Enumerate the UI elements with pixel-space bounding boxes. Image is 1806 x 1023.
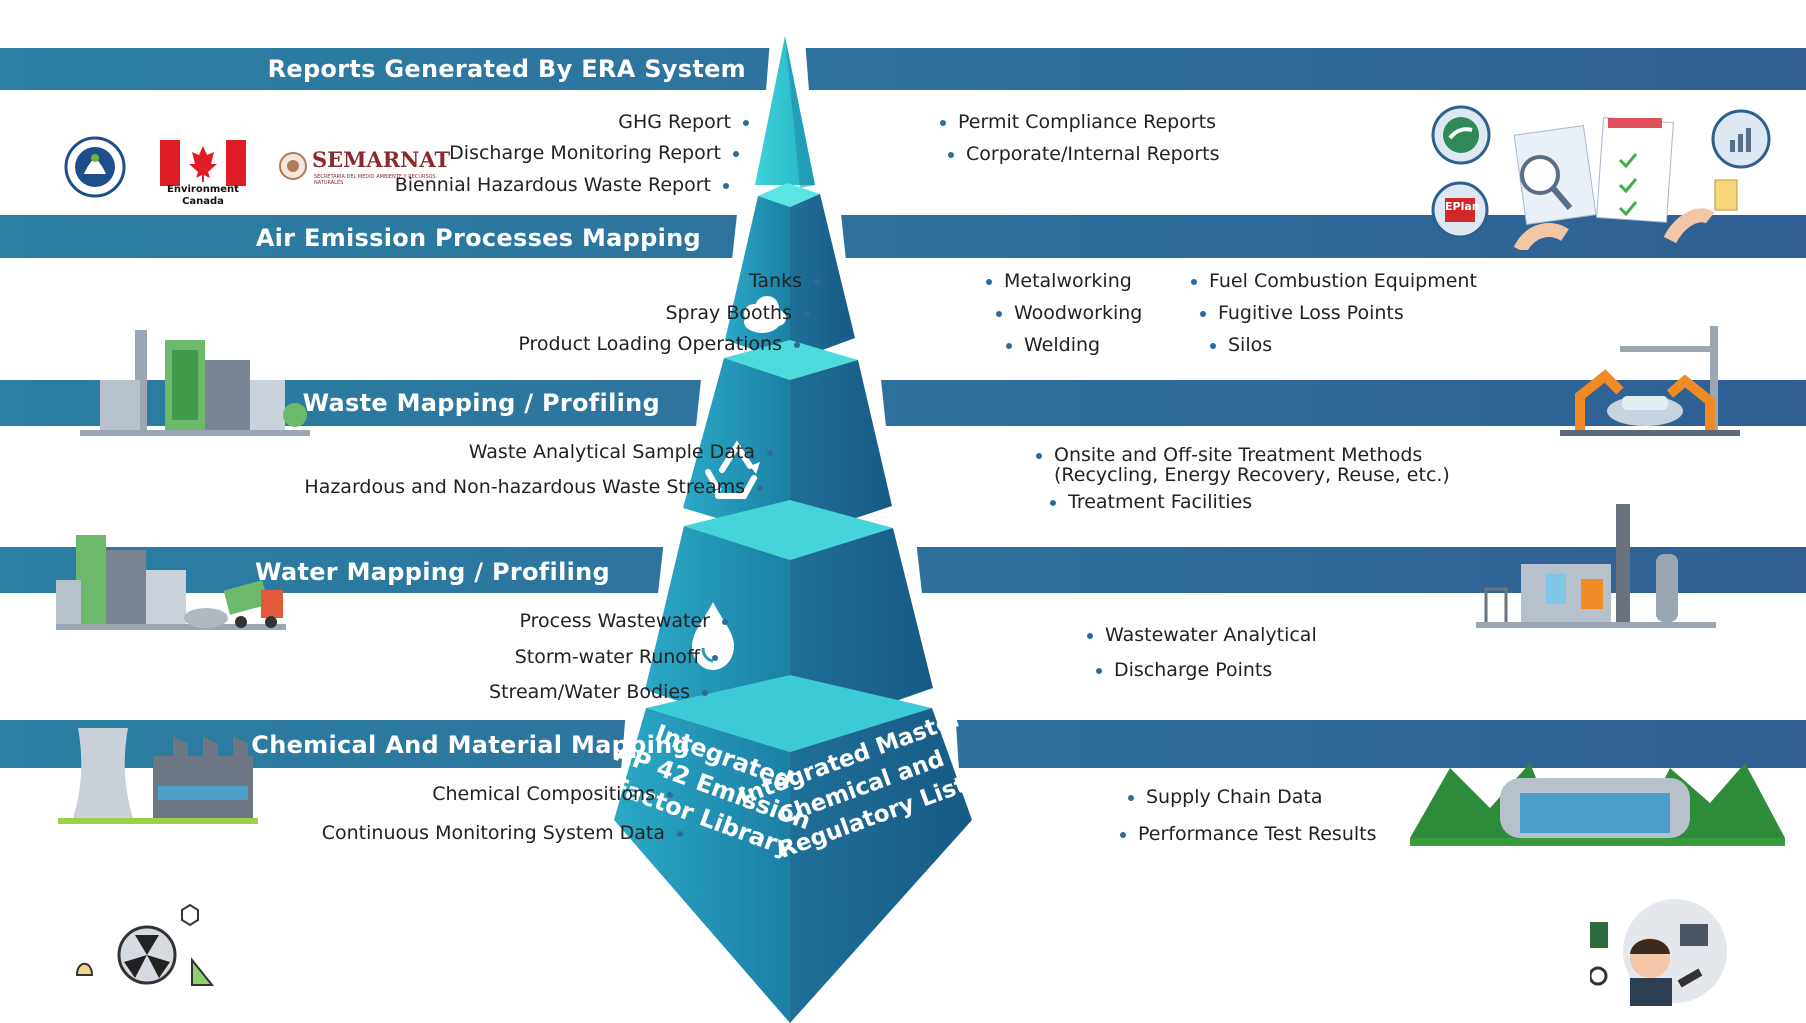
list-item: Welding <box>1006 334 1100 356</box>
list-item: Woodworking <box>996 302 1142 324</box>
semarnat-subtitle: SECRETARÍA DEL MEDIO AMBIENTE Y RECURSOS… <box>314 174 436 186</box>
section-title-waste: Waste Mapping / Profiling <box>302 389 660 417</box>
semarnat-seal <box>279 152 307 180</box>
chemistry-lab-illustration <box>75 903 215 986</box>
list-item: Wastewater Analytical <box>1087 624 1317 646</box>
section-title-reports: Reports Generated By ERA System <box>267 55 746 83</box>
list-item: Metalworking <box>986 270 1132 292</box>
epa-logo <box>64 136 126 198</box>
list-item-continuation: (Recycling, Energy Recovery, Reuse, etc.… <box>1054 464 1450 486</box>
list-item: Storm-water Runoff <box>515 646 718 668</box>
chart-badge-icon <box>1711 109 1771 169</box>
list-item: Discharge Monitoring Report <box>449 142 739 164</box>
list-item: Biennial Hazardous Waste Report <box>395 174 729 196</box>
canada-logo-text: Environment Canada <box>167 184 239 207</box>
list-item: Silos <box>1210 334 1272 356</box>
section-band-air <box>0 215 1806 258</box>
list-item: Hazardous and Non-hazardous Waste Stream… <box>304 476 763 498</box>
legal-advisor-illustration <box>1590 899 1727 1006</box>
list-item: Product Loading Operations <box>518 333 800 355</box>
list-item: Discharge Points <box>1096 659 1272 681</box>
list-item: Spray Booths <box>665 302 810 324</box>
list-item: Treatment Facilities <box>1050 491 1252 513</box>
list-item: Supply Chain Data <box>1128 786 1322 808</box>
reports-illustration <box>1513 117 1738 250</box>
section-title-water: Water Mapping / Profiling <box>255 558 610 586</box>
epa-badge-icon <box>1431 105 1491 165</box>
list-item: Fuel Combustion Equipment <box>1191 270 1477 292</box>
list-item: Onsite and Off-site Treatment Methods <box>1036 444 1422 466</box>
list-item: Tanks <box>749 270 820 292</box>
dam-illustration <box>1410 763 1785 846</box>
list-item: Waste Analytical Sample Data <box>469 441 773 463</box>
section-title-chemical: Chemical And Material Mapping <box>251 731 690 759</box>
robotic-assembly-illustration <box>1560 326 1740 436</box>
list-item: Chemical Compositions <box>432 783 673 805</box>
factory-illustration <box>80 330 310 436</box>
list-item: Corporate/Internal Reports <box>948 143 1220 165</box>
list-item: Process Wastewater <box>519 610 728 632</box>
incinerator-illustration <box>1476 504 1716 628</box>
list-item: Performance Test Results <box>1120 823 1377 845</box>
list-item: Fugitive Loss Points <box>1200 302 1404 324</box>
list-item: Continuous Monitoring System Data <box>322 822 683 844</box>
waste-facility-illustration <box>56 535 286 630</box>
list-item: Permit Compliance Reports <box>940 111 1216 133</box>
section-band-reports <box>0 48 1806 90</box>
power-plant-illustration <box>58 728 258 824</box>
list-item: Stream/Water Bodies <box>489 681 708 703</box>
canada-flag-logo <box>160 140 246 186</box>
section-title-air: Air Emission Processes Mapping <box>255 224 701 252</box>
list-item: GHG Report <box>618 111 749 133</box>
eplan-label: EPlan <box>1445 200 1480 213</box>
semarnat-logo: SEMARNAT <box>312 147 451 172</box>
eplan-badge-icon <box>1431 181 1489 239</box>
